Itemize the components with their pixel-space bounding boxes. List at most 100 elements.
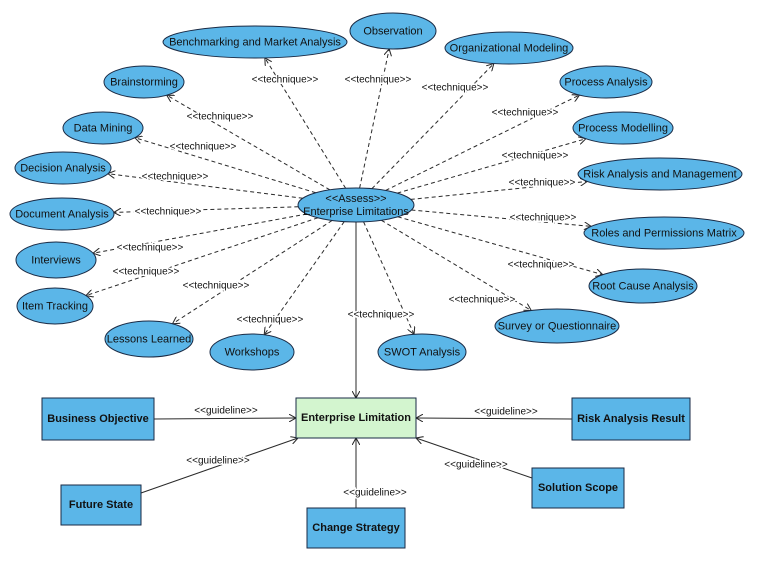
technique-connector: [397, 139, 586, 194]
technique-stereotype-label: <<technique>>: [117, 243, 184, 254]
input-label: Solution Scope: [538, 482, 618, 494]
technique-oval: [583, 216, 745, 250]
technique-oval: [16, 287, 94, 325]
assess-enterprise-limitations-usecase[interactable]: <<Assess>>Enterprise Limitations: [297, 187, 415, 223]
technique-oval: [349, 12, 437, 50]
technique-label: Observation: [363, 25, 422, 37]
technique-connector: [359, 49, 390, 189]
technique-connector: [167, 95, 331, 191]
technique-oval: [559, 65, 653, 99]
technique-data-mining[interactable]: Data Mining: [62, 111, 144, 145]
guideline-connector: [416, 438, 533, 479]
technique-stereotype-label: <<technique>>: [449, 295, 516, 306]
technique-label: Risk Analysis and Management: [583, 168, 736, 180]
technique-brainstorming[interactable]: Brainstorming: [103, 65, 185, 99]
input-label: Change Strategy: [312, 522, 400, 534]
technique-connector: [381, 219, 531, 310]
input-label: Business Objective: [47, 413, 149, 425]
technique-process-analysis[interactable]: Process Analysis: [559, 65, 653, 99]
technique-connector: [371, 64, 494, 190]
technique-connector: [173, 220, 333, 323]
center-box-label: Enterprise Limitation: [301, 412, 411, 424]
guideline-stereotype-label: <<guideline>>: [194, 406, 258, 417]
technique-oval: [15, 241, 97, 279]
input-rect: [531, 467, 625, 509]
technique-label: Workshops: [225, 346, 280, 358]
technique-label: Benchmarking and Market Analysis: [169, 36, 341, 48]
input-rect: [41, 397, 155, 441]
input-business-objective[interactable]: Business Objective: [41, 397, 155, 441]
technique-connector: [385, 95, 580, 191]
technique-benchmarking-and-market-analysis[interactable]: Benchmarking and Market Analysis: [162, 25, 348, 59]
guideline-stereotype-label: <<guideline>>: [343, 488, 407, 499]
technique-connector: [397, 216, 603, 275]
technique-connector: [135, 138, 316, 194]
hub-technique-label: <<technique>>: [348, 310, 415, 321]
technique-stereotype-label: <<technique>>: [508, 260, 575, 271]
technique-document-analysis[interactable]: Document Analysis: [9, 197, 115, 231]
technique-label: SWOT Analysis: [384, 346, 461, 358]
input-solution-scope[interactable]: Solution Scope: [531, 467, 625, 509]
technique-label: Roles and Permissions Matrix: [591, 227, 737, 239]
technique-decision-analysis[interactable]: Decision Analysis: [14, 151, 112, 185]
input-rect: [571, 397, 691, 441]
technique-survey-or-questionnaire[interactable]: Survey or Questionnaire: [494, 308, 620, 344]
technique-oval: [9, 197, 115, 231]
guideline-connector: [416, 418, 573, 419]
technique-oval: [444, 31, 574, 65]
technique-stereotype-label: <<technique>>: [113, 267, 180, 278]
technique-label: Survey or Questionnaire: [498, 320, 617, 332]
technique-oval: [577, 157, 743, 191]
technique-stereotype-label: <<technique>>: [422, 83, 489, 94]
technique-oval: [104, 320, 194, 358]
technique-process-modelling[interactable]: Process Modelling: [572, 111, 674, 145]
technique-oval: [209, 333, 295, 371]
technique-risk-analysis-and-management[interactable]: Risk Analysis and Management: [577, 157, 743, 191]
technique-connector: [86, 217, 319, 296]
technique-organizational-modeling[interactable]: Organizational Modeling: [444, 31, 574, 65]
technique-item-tracking[interactable]: Item Tracking: [16, 287, 94, 325]
technique-connector: [264, 221, 345, 335]
input-risk-analysis-result[interactable]: Risk Analysis Result: [571, 397, 691, 441]
technique-oval: [162, 25, 348, 59]
hub-title: Enterprise Limitations: [303, 206, 409, 218]
technique-oval: [572, 111, 674, 145]
technique-roles-and-permissions-matrix[interactable]: Roles and Permissions Matrix: [583, 216, 745, 250]
technique-stereotype-label: <<technique>>: [345, 75, 412, 86]
technique-root-cause-analysis[interactable]: Root Cause Analysis: [588, 268, 698, 304]
center-rect: [295, 397, 417, 439]
technique-stereotype-label: <<technique>>: [349, 311, 416, 322]
input-future-state[interactable]: Future State: [60, 484, 142, 526]
input-label: Future State: [69, 499, 133, 511]
guideline-connector: [140, 438, 298, 494]
technique-label: Decision Analysis: [20, 162, 106, 174]
technique-stereotype-label: <<technique>>: [510, 213, 577, 224]
hub-stereotype: <<Assess>>: [325, 193, 386, 205]
technique-oval: [494, 308, 620, 344]
guideline-connector: [153, 418, 296, 419]
technique-connector: [108, 174, 303, 199]
technique-stereotype-label: <<technique>>: [187, 112, 254, 123]
technique-stereotype-label: <<technique>>: [509, 178, 576, 189]
enterprise-limitation-box[interactable]: Enterprise Limitation: [295, 397, 417, 439]
technique-label: Brainstorming: [110, 76, 178, 88]
technique-workshops[interactable]: Workshops: [209, 333, 295, 371]
technique-connector: [410, 181, 588, 200]
technique-stereotype-label: <<technique>>: [237, 315, 304, 326]
technique-lessons-learned[interactable]: Lessons Learned: [104, 320, 194, 358]
technique-swot-analysis[interactable]: SWOT Analysis: [377, 333, 467, 371]
input-rect: [306, 507, 406, 549]
technique-stereotype-label: <<technique>>: [183, 281, 250, 292]
technique-label: Process Modelling: [578, 122, 668, 134]
technique-interviews[interactable]: Interviews: [15, 241, 97, 279]
technique-stereotype-label: <<technique>>: [170, 142, 237, 153]
technique-label: Lessons Learned: [107, 333, 191, 345]
technique-oval: [62, 111, 144, 145]
technique-label: Organizational Modeling: [450, 42, 569, 54]
technique-label: Interviews: [31, 254, 81, 266]
technique-oval: [14, 151, 112, 185]
technique-oval: [103, 65, 185, 99]
input-change-strategy[interactable]: Change Strategy: [306, 507, 406, 549]
technique-observation[interactable]: Observation: [349, 12, 437, 50]
